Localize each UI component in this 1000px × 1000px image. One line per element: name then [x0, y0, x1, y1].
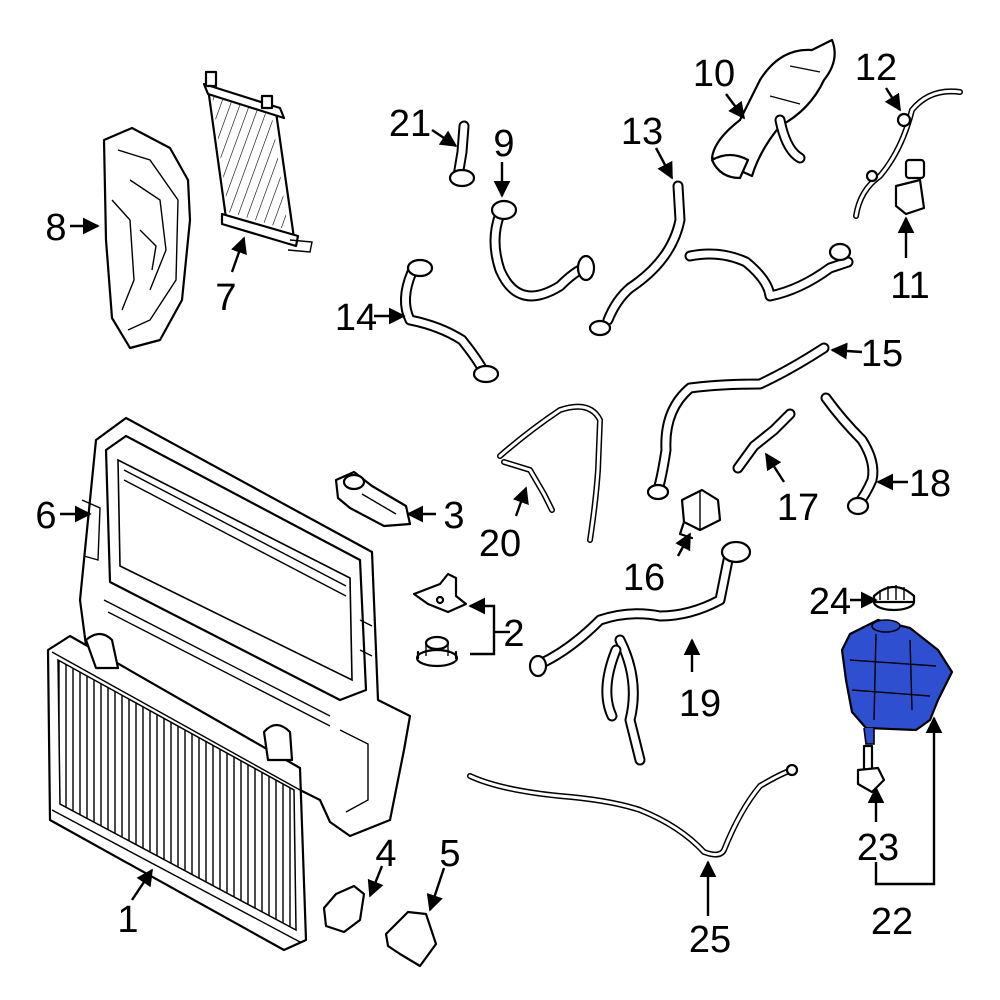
- callout-3: 3: [443, 495, 464, 537]
- callout-23: 23: [857, 827, 899, 869]
- part-23-sensor[interactable]: [856, 744, 886, 794]
- part-11-sensor[interactable]: [894, 158, 926, 216]
- part-2-insulator[interactable]: [415, 635, 459, 668]
- part-25-pipe[interactable]: [467, 763, 799, 858]
- part-24-cap[interactable]: [872, 585, 916, 612]
- callout-24: 24: [809, 581, 851, 623]
- callout-7: 7: [215, 277, 236, 319]
- callout-9: 9: [493, 123, 514, 165]
- part-8-air-deflector[interactable]: [102, 126, 192, 350]
- part-22-coolant-reservoir[interactable]: [840, 618, 954, 745]
- callout-16: 16: [623, 557, 665, 599]
- callout-19: 19: [679, 683, 721, 725]
- part-19-hose-assembly[interactable]: [528, 540, 752, 766]
- part-17-hose[interactable]: [732, 408, 796, 474]
- part-21-hose[interactable]: [448, 120, 476, 188]
- callout-4: 4: [375, 833, 396, 875]
- callout-22: 22: [871, 901, 913, 943]
- callouts: 1 2 3 4 5 6 7 8 9 10 11 12 13 14 15 16 1…: [35, 47, 951, 961]
- callout-14: 14: [335, 297, 377, 339]
- part-2-mount[interactable]: [412, 572, 468, 614]
- callout-8: 8: [45, 207, 66, 249]
- callout-20: 20: [479, 523, 521, 565]
- part-7-oil-cooler[interactable]: [202, 70, 313, 253]
- callout-5: 5: [439, 833, 460, 875]
- part-10-pipe[interactable]: [710, 38, 836, 180]
- callout-21: 21: [389, 103, 431, 145]
- part-4-bracket[interactable]: [322, 884, 366, 934]
- callout-18: 18: [909, 463, 951, 505]
- callout-1: 1: [117, 899, 138, 941]
- part-18-hose[interactable]: [820, 392, 879, 516]
- callout-13: 13: [621, 111, 663, 153]
- part-12-wire-harness[interactable]: [853, 88, 963, 219]
- callout-10: 10: [693, 53, 735, 95]
- part-13-hose[interactable]: [588, 180, 854, 337]
- part-20-pipe[interactable]: [497, 403, 603, 543]
- callout-6: 6: [35, 495, 56, 537]
- part-15-hose[interactable]: [646, 342, 830, 501]
- leader-lines: [60, 87, 943, 916]
- part-3-bracket[interactable]: [334, 470, 412, 528]
- callout-25: 25: [689, 919, 731, 961]
- callout-2: 2: [503, 613, 524, 655]
- part-1-radiator[interactable]: [46, 632, 308, 952]
- part-14-hose[interactable]: [400, 258, 500, 384]
- callout-17: 17: [777, 487, 819, 529]
- callout-12: 12: [855, 47, 897, 89]
- callout-15: 15: [861, 333, 903, 375]
- part-6-radiator-support[interactable]: [78, 416, 412, 838]
- callout-11: 11: [890, 265, 929, 307]
- part-5-bracket[interactable]: [384, 910, 438, 968]
- part-9-hose[interactable]: [489, 199, 596, 302]
- part-16-valve[interactable]: [678, 488, 722, 540]
